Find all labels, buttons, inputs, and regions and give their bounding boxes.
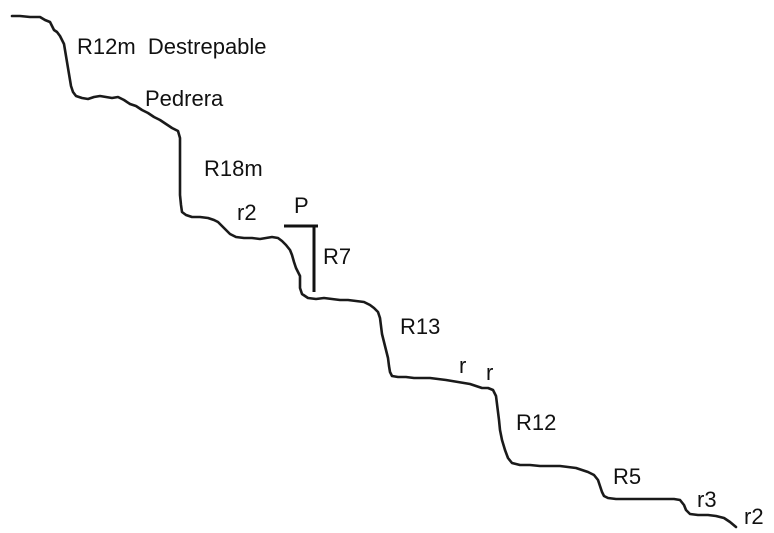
label-r12m-destrepable: R12m Destrepable [77, 34, 267, 59]
label-r-first: r [459, 353, 466, 378]
label-pedrera: Pedrera [145, 86, 224, 111]
label-r5: R5 [613, 464, 641, 489]
label-r7: R7 [323, 244, 351, 269]
label-r-second: r [486, 360, 493, 385]
label-r12: R12 [516, 410, 556, 435]
label-r3: r3 [697, 487, 717, 512]
label-r13: R13 [400, 314, 440, 339]
canyon-profile-line [10, 14, 738, 529]
label-p: P [294, 193, 309, 218]
label-r2-lower: r2 [744, 504, 764, 529]
label-r2-upper: r2 [237, 200, 257, 225]
label-r18m: R18m [204, 156, 263, 181]
